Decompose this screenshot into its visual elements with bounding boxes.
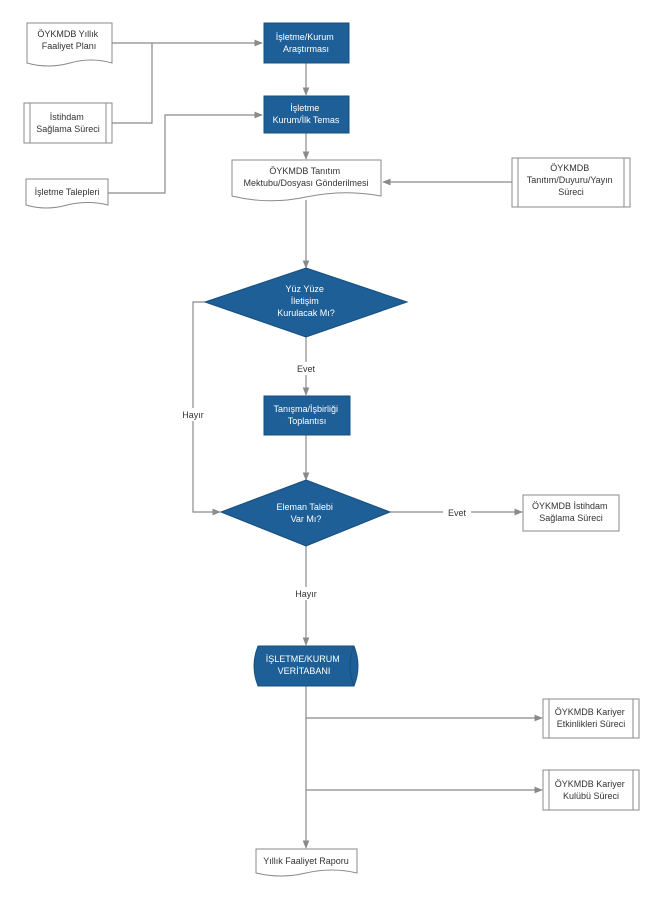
- svg-text:İşletme Kurum/İlk Temas: İşletme Kurum/İlk Temas: [273, 103, 340, 125]
- club-line-2: Kulübü Süreci: [563, 791, 619, 801]
- svg-text:İŞLETME/KURUM VERİTABANI: İŞLETME/KURUM VERİTABANI: [266, 654, 343, 676]
- svg-text:Yüz Yüze İletişim: Yüz Yüze İletişim Kurulacak Mı?: [277, 284, 335, 318]
- edge-db-to-club: [305, 718, 543, 794]
- face-line-3: Kurulacak Mı?: [277, 308, 335, 318]
- svg-text:İstihdam Sağlama Süreci: İstihdam Sağlama Süreci: [36, 112, 100, 134]
- edge-db-to-events: [305, 685, 543, 722]
- edge-label-hayir-down: Hayır: [295, 589, 317, 599]
- staff-request-decision[interactable]: Eleman Talebi Var Mı?: [219, 479, 392, 547]
- requests-document[interactable]: İşletme Talepleri: [25, 178, 109, 209]
- research-process[interactable]: İşletme/Kurum Araştırması: [263, 22, 350, 64]
- edge-label-evet-right: Evet: [448, 508, 467, 518]
- svg-text:ÖYKMDB Tanıtım Mektubu/D: ÖYKMDB Tanıtım Mektubu/Dosyası Gönderilm…: [243, 166, 368, 188]
- employment-line-2: Sağlama Süreci: [36, 124, 100, 134]
- face-to-face-decision[interactable]: Yüz Yüze İletişim Kurulacak Mı?: [203, 267, 409, 338]
- contact-line-1: İşletme: [290, 103, 319, 113]
- svg-text:Eleman Talebi Var Mı?: Eleman Talebi Var Mı?: [277, 502, 336, 524]
- svg-text:ÖYKMDB Kariyer Kulübü Sü: ÖYKMDB Kariyer Kulübü Süreci: [555, 779, 628, 801]
- plan-document[interactable]: ÖYKMDB Yıllık Faaliyet Planı: [26, 22, 113, 67]
- svg-text:ÖYKMDB Tanıtım/Duyuru/Ya: ÖYKMDB Tanıtım/Duyuru/Yayın Süreci: [527, 163, 615, 197]
- letter-line-2: Mektubu/Dosyası Gönderilmesi: [243, 178, 368, 188]
- contact-line-2: Kurum/İlk Temas: [273, 115, 340, 125]
- meeting-line-1: Tanışma/İşbirliği: [273, 404, 338, 414]
- edge-face-to-staff: [192, 301, 221, 516]
- face-line-2: İletişim: [291, 296, 319, 306]
- promo-line-1: ÖYKMDB: [550, 163, 589, 173]
- database-line-2: VERİTABANI: [278, 666, 331, 676]
- svg-text:Tanışma/İşbirliği Toplan: Tanışma/İşbirliği Toplantısı: [273, 404, 340, 426]
- requests-label: İşletme Talepleri: [35, 187, 100, 197]
- employment-out-line-2: Sağlama Süreci: [539, 513, 603, 523]
- intro-letter-document[interactable]: ÖYKMDB Tanıtım Mektubu/Dosyası Gönderilm…: [231, 159, 382, 202]
- svg-text:İşletme/Kurum Araştırmas: İşletme/Kurum Araştırması: [276, 32, 337, 54]
- meeting-line-2: Toplantısı: [288, 416, 327, 426]
- research-line-1: İşletme/Kurum: [276, 32, 334, 42]
- edge-requests-to-contact: [108, 111, 263, 194]
- edge-label-hayir-left: Hayır: [182, 410, 204, 420]
- first-contact-process[interactable]: İşletme Kurum/İlk Temas: [263, 95, 350, 134]
- employment-output-box[interactable]: ÖYKMDB İstihdam Sağlama Süreci: [522, 494, 620, 532]
- events-line-1: ÖYKMDB Kariyer: [555, 707, 625, 717]
- club-line-1: ÖYKMDB Kariyer: [555, 779, 625, 789]
- connectors: [108, 39, 543, 849]
- face-line-1: Yüz Yüze: [286, 284, 324, 294]
- database-line-1: İŞLETME/KURUM: [266, 654, 340, 664]
- edge-employment-to-research: [112, 43, 153, 124]
- company-database[interactable]: İŞLETME/KURUM VERİTABANI: [253, 645, 359, 687]
- edge-label-evet-down: Evet: [297, 364, 316, 374]
- staff-line-2: Var Mı?: [291, 514, 322, 524]
- career-events-predefined-process[interactable]: ÖYKMDB Kariyer Etkinlikleri Süreci: [542, 698, 640, 739]
- letter-line-1: ÖYKMDB Tanıtım: [269, 166, 340, 176]
- plan-doc-line-1: ÖYKMDB Yıllık: [37, 29, 98, 39]
- promo-line-3: Süreci: [558, 187, 584, 197]
- promo-predefined-process[interactable]: ÖYKMDB Tanıtım/Duyuru/Yayın Süreci: [511, 157, 631, 208]
- events-line-2: Etkinlikleri Süreci: [557, 719, 626, 729]
- report-label: Yıllık Faaliyet Raporu: [263, 856, 349, 866]
- edge-labels: Evet Hayır Evet Hayır: [176, 362, 471, 600]
- career-club-predefined-process[interactable]: ÖYKMDB Kariyer Kulübü Süreci: [542, 769, 640, 811]
- meeting-process[interactable]: Tanışma/İşbirliği Toplantısı: [263, 395, 351, 436]
- staff-line-1: Eleman Talebi: [277, 502, 333, 512]
- employment-line-1: İstihdam: [50, 112, 84, 122]
- annual-report-document[interactable]: Yıllık Faaliyet Raporu: [255, 848, 358, 877]
- plan-doc-line-2: Faaliyet Planı: [42, 41, 97, 51]
- svg-text:ÖYKMDB Kariyer Etkinlikl: ÖYKMDB Kariyer Etkinlikleri Süreci: [555, 707, 628, 729]
- svg-text:ÖYKMDB İstihdam Sağlama: ÖYKMDB İstihdam Sağlama Süreci: [532, 501, 610, 523]
- svg-text:ÖYKMDB Yıllık Faaliyet P: ÖYKMDB Yıllık Faaliyet Planı: [37, 29, 100, 51]
- employment-out-line-1: ÖYKMDB İstihdam: [532, 501, 608, 511]
- promo-line-2: Tanıtım/Duyuru/Yayın: [527, 175, 613, 185]
- research-line-2: Araştırması: [283, 44, 329, 54]
- employment-predefined-process[interactable]: İstihdam Sağlama Süreci: [23, 102, 113, 144]
